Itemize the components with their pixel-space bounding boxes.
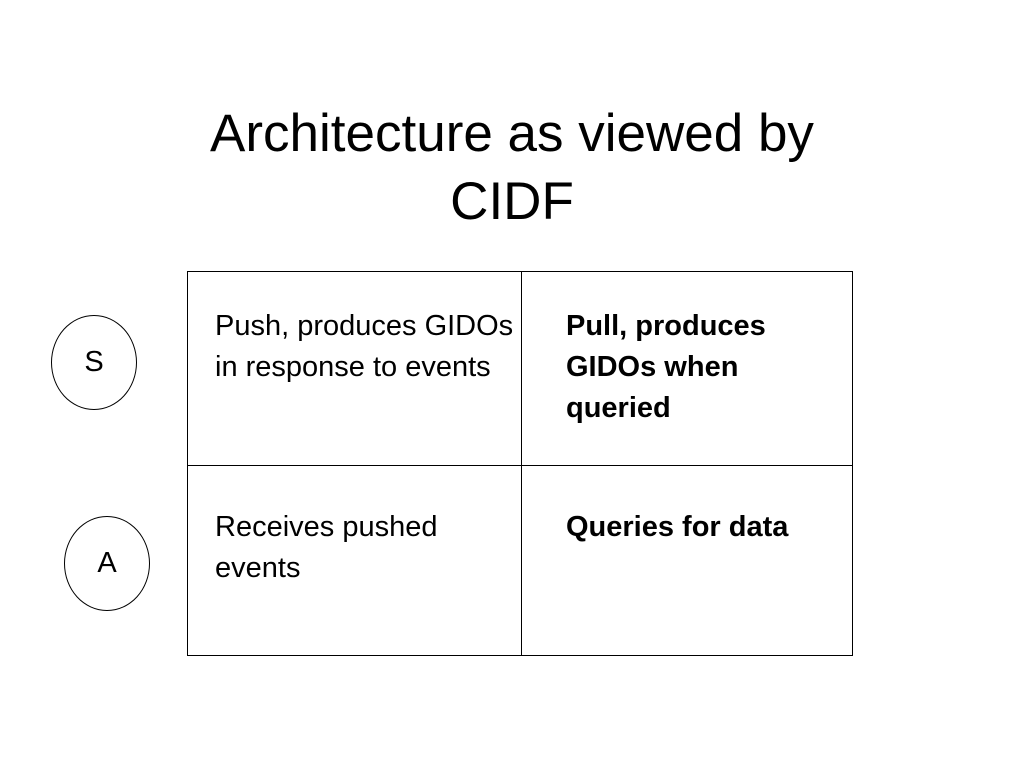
cidf-grid: Push, produces GIDOs in response to even…: [187, 271, 853, 656]
cell-queries-for-data: Queries for data: [566, 511, 789, 543]
slide-title-line-1: Architecture as viewed by: [210, 103, 814, 163]
cell-receives-pushed: Receives pushed events: [215, 511, 438, 584]
cell-push-produces: Push, produces GIDOs in response to even…: [215, 310, 514, 383]
slide-title: Architecture as viewed by CIDF: [0, 100, 1024, 236]
grid-horizontal-divider: [188, 465, 852, 466]
row-label-a-text: A: [97, 547, 117, 579]
slide-title-line-2: CIDF: [450, 171, 574, 231]
grid-vertical-divider: [521, 272, 522, 655]
cell-pull-produces: Pull, produces GIDOs when queried: [566, 310, 766, 424]
row-label-a-circle: A: [64, 516, 150, 611]
row-label-s-circle: S: [51, 315, 137, 410]
row-label-s-text: S: [84, 346, 104, 378]
